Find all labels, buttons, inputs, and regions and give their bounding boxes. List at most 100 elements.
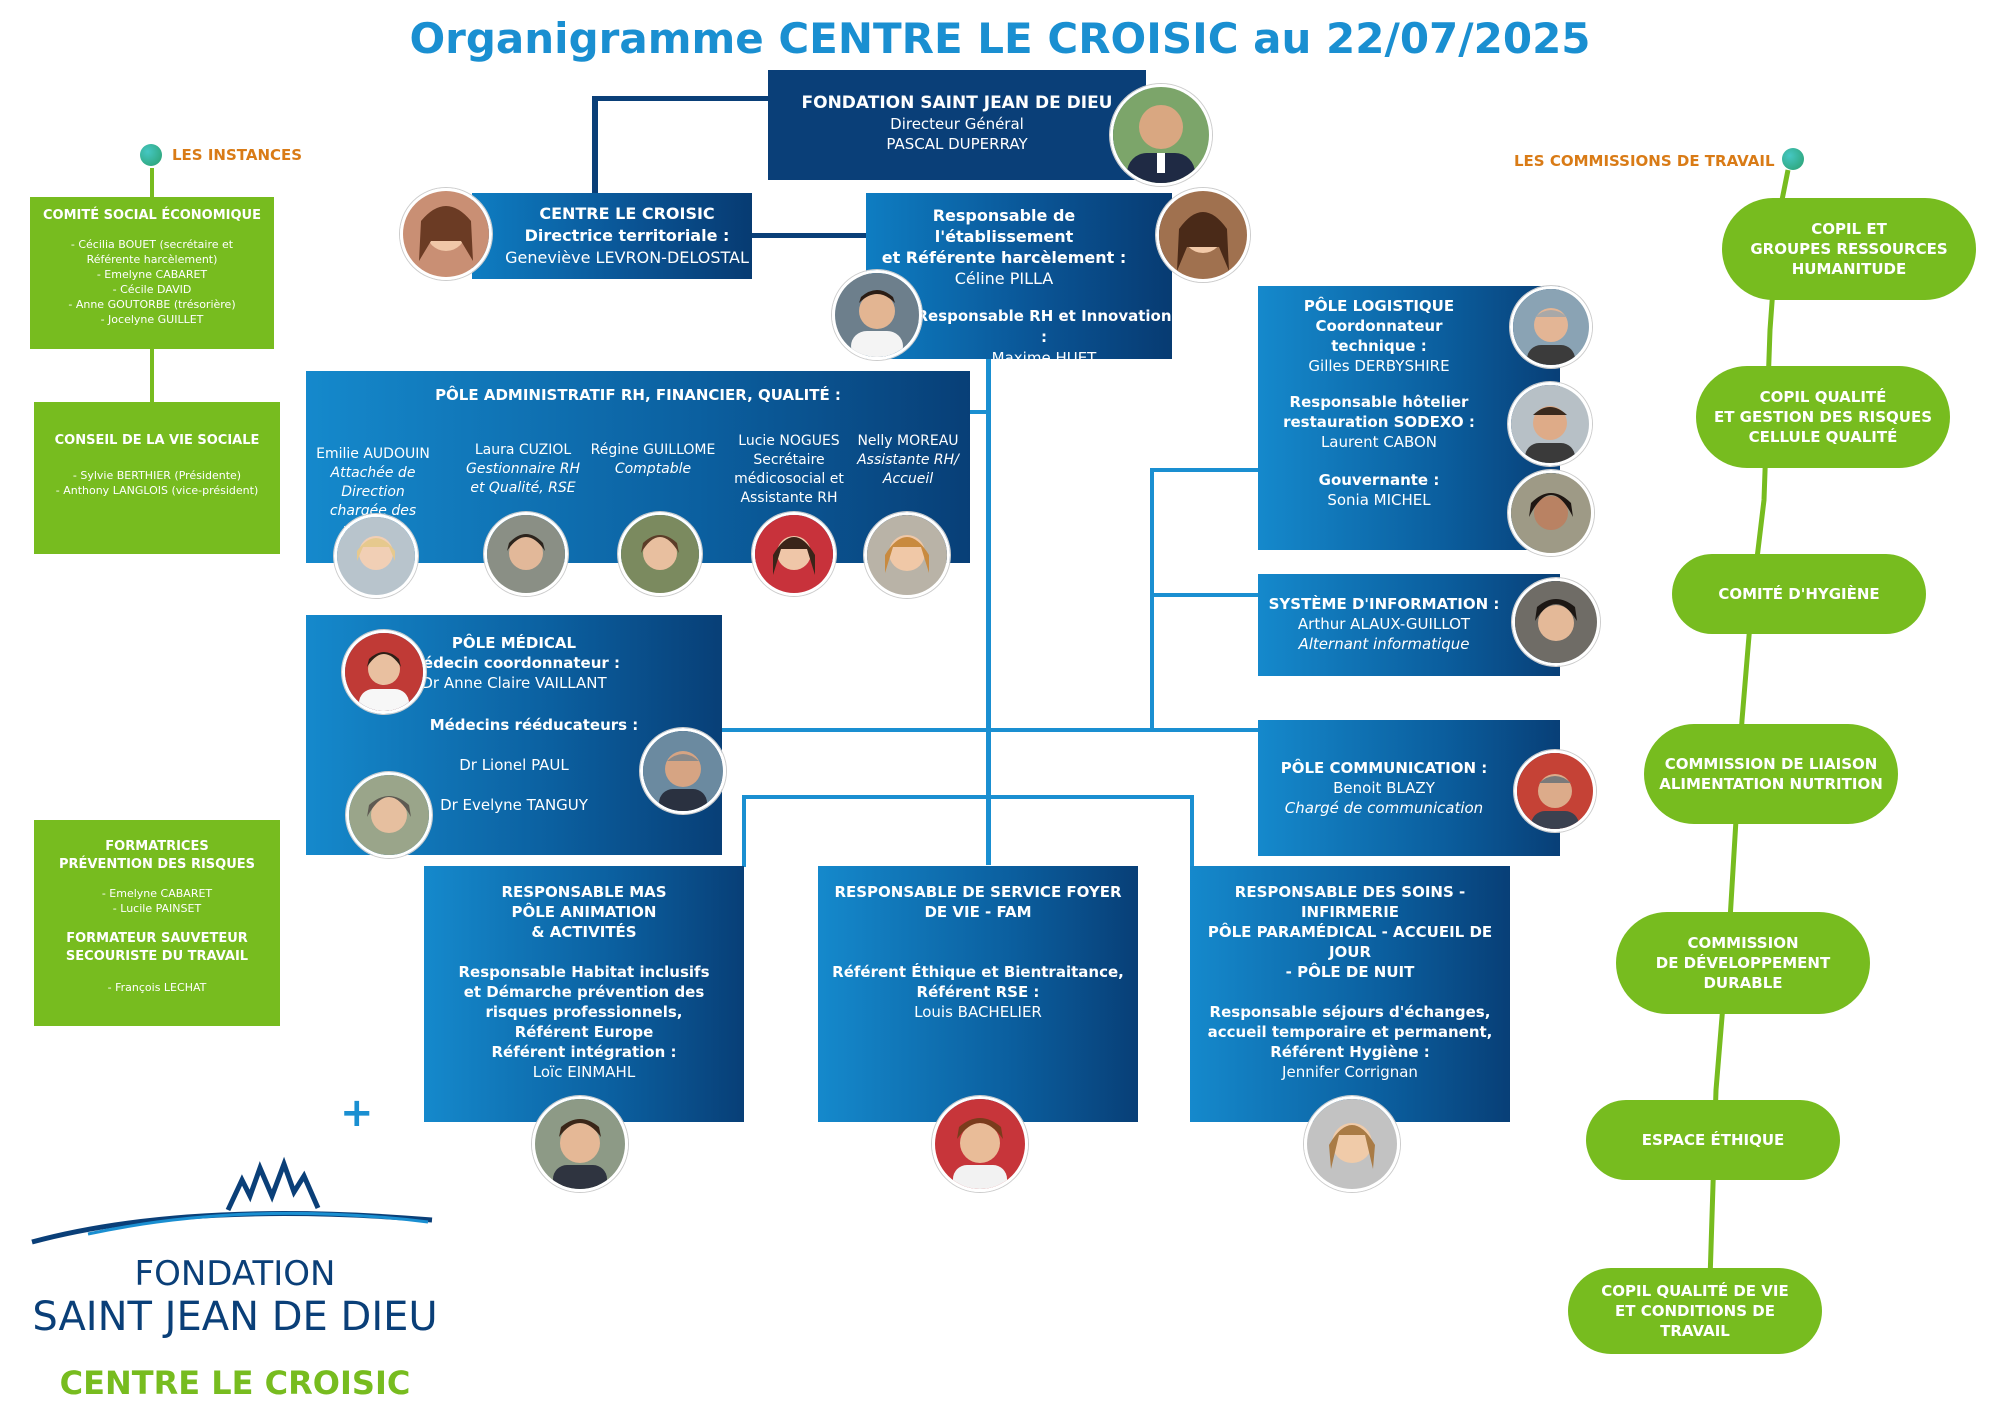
- centre-title: CENTRE LE CROISIC: [539, 204, 715, 223]
- admin-person-role: Assistante RH/: [857, 452, 959, 468]
- soins-l6: Référent Hygiène :: [1270, 1043, 1430, 1061]
- photo-laurent-cabon: [1508, 382, 1592, 466]
- medical-name3: Dr Evelyne TANGUY: [440, 796, 588, 814]
- admin-person-role: médicosocial et: [734, 471, 844, 487]
- soins-l2: PÔLE PARAMÉDICAL - ACCUEIL DE JOUR: [1207, 923, 1493, 961]
- admin-person-role: Gestionnaire RH: [466, 461, 580, 477]
- admin-person-role: Comptable: [614, 461, 692, 477]
- connector-line: [1150, 728, 1260, 732]
- logistique-name2: Laurent CABON: [1320, 433, 1438, 451]
- commission-label: ALIMENTATION NUTRITION: [1659, 775, 1883, 793]
- commission-pill-2: COPIL QUALITÉ ET GESTION DES RISQUES CEL…: [1696, 366, 1950, 468]
- cse-line: - Cécile DAVID: [112, 283, 192, 296]
- communication-title: PÔLE COMMUNICATION :: [1280, 759, 1488, 777]
- commission-pill-6: ESPACE ÉTHIQUE: [1586, 1100, 1840, 1180]
- admin-person-3: Régine GUILLOME Comptable: [586, 441, 720, 479]
- instances-dot: [140, 144, 162, 166]
- medical-title: PÔLE MÉDICAL: [451, 634, 577, 652]
- logo-line1: FONDATION: [134, 1254, 336, 1294]
- responsable-name2: Maxime HUET: [991, 349, 1097, 367]
- commission-label: DURABLE: [1703, 974, 1783, 992]
- si-box: SYSTÈME D'INFORMATION : Arthur ALAUX-GUI…: [1258, 574, 1560, 676]
- commission-label: COMITÉ D'HYGIÈNE: [1718, 585, 1880, 603]
- photo-lionel-paul: [640, 728, 726, 814]
- cse-box: COMITÉ SOCIAL ÉCONOMIQUE - Cécilia BOUET…: [30, 197, 274, 349]
- formateur-line: - François LECHAT: [107, 981, 207, 994]
- medical-name2: Dr Lionel PAUL: [459, 756, 569, 774]
- si-title: SYSTÈME D'INFORMATION :: [1268, 595, 1500, 613]
- connector-line: [986, 355, 991, 865]
- commission-label: COMMISSION DE LIAISON: [1664, 755, 1878, 773]
- photo-genevieve-levron-delostal: [400, 188, 492, 280]
- connector-line: [1150, 468, 1260, 472]
- connector-line: [720, 728, 1160, 732]
- centre-role: Directrice territoriale :: [524, 226, 730, 245]
- cse-title: COMITÉ SOCIAL ÉCONOMIQUE: [43, 208, 261, 223]
- responsable-role2: et Référente harcèlement :: [881, 248, 1127, 267]
- connector-line: [150, 168, 154, 198]
- commission-label: COPIL QUALITÉ: [1759, 388, 1887, 406]
- photo-louis-bachelier: [932, 1096, 1028, 1192]
- photo-lucie-nogues: [752, 512, 836, 596]
- admin-box: PÔLE ADMINISTRATIF RH, FINANCIER, QUALIT…: [306, 371, 970, 563]
- mas-l8: Référent intégration :: [491, 1043, 677, 1061]
- logistique-title: PÔLE LOGISTIQUE: [1303, 297, 1455, 315]
- formatrices-line: - Emelyne CABARET: [101, 887, 213, 900]
- si-name: Arthur ALAUX-GUILLOT: [1297, 615, 1471, 633]
- connector-line: [150, 346, 154, 402]
- logistique-name3: Sonia MICHEL: [1327, 491, 1431, 509]
- photo-benoit-blazy: [1514, 750, 1596, 832]
- photo-arthur-alaux-guillot: [1512, 578, 1600, 666]
- connector-line: [742, 795, 1192, 799]
- fondation-name: PASCAL DUPERRAY: [886, 135, 1028, 153]
- commissions-dot: [1782, 148, 1804, 170]
- logistique-role2: Responsable hôtelier: [1289, 393, 1469, 411]
- page-title: Organigramme CENTRE LE CROISIC au 22/07/…: [409, 14, 1591, 63]
- photo-nelly-moreau: [864, 512, 950, 598]
- logo-plus: +: [340, 1090, 374, 1136]
- fondation-box: FONDATION SAINT JEAN DE DIEU Directeur G…: [768, 70, 1146, 180]
- responsable-role1: Responsable de l'établissement: [932, 206, 1076, 246]
- commission-label: COMMISSION: [1687, 934, 1799, 952]
- logistique-name1: Gilles DERBYSHIRE: [1308, 357, 1450, 375]
- foyer-l2: DE VIE - FAM: [924, 903, 1032, 921]
- soins-box: RESPONSABLE DES SOINS - INFIRMERIE PÔLE …: [1190, 866, 1510, 1122]
- logistique-role2b: restauration SODEXO :: [1283, 413, 1475, 431]
- admin-person-name: Lucie NOGUES: [738, 433, 840, 449]
- commission-pill-5: COMMISSION DE DÉVELOPPEMENT DURABLE: [1616, 912, 1870, 1014]
- mas-l1: RESPONSABLE MAS: [501, 883, 667, 901]
- admin-person-role: Secrétaire: [753, 452, 825, 468]
- commission-label: DE DÉVELOPPEMENT: [1655, 954, 1831, 972]
- mas-name: Loïc EINMAHL: [532, 1063, 636, 1081]
- foyer-l4: Référent RSE :: [916, 983, 1040, 1001]
- photo-regine-guillome: [618, 512, 702, 596]
- commission-label: ET GESTION DES RISQUES: [1713, 408, 1933, 426]
- formateur-title4: SECOURISTE DU TRAVAIL: [65, 949, 249, 964]
- foyer-box: RESPONSABLE DE SERVICE FOYER DE VIE - FA…: [818, 866, 1138, 1122]
- communication-role: Chargé de communication: [1284, 799, 1484, 817]
- admin-person-role: Attachée de Direction: [330, 465, 416, 500]
- photo-laura-cuziol: [484, 512, 568, 596]
- logo-line3: CENTRE LE CROISIC: [59, 1364, 411, 1402]
- logo-line2: SAINT JEAN DE DIEU: [32, 1294, 438, 1340]
- cvs-line: - Sylvie BERTHIER (Présidente): [72, 469, 242, 482]
- mas-l2: PÔLE ANIMATION: [511, 903, 657, 921]
- cse-line: - Jocelyne GUILLET: [100, 313, 204, 326]
- connector-line: [1150, 593, 1260, 597]
- commission-label: COPIL QUALITÉ DE VIE: [1601, 1282, 1789, 1300]
- cvs-box: CONSEIL DE LA VIE SOCIALE - Sylvie BERTH…: [34, 402, 280, 554]
- responsable-box: Responsable de l'établissement et Référe…: [866, 193, 1172, 367]
- soins-l3: - PÔLE DE NUIT: [1285, 963, 1415, 981]
- photo-anne-claire-vaillant: [342, 630, 426, 714]
- commission-label: CELLULE QUALITÉ: [1748, 428, 1898, 446]
- formatrices-line: - Lucile PAINSET: [112, 902, 202, 915]
- admin-person-role: Accueil: [882, 471, 934, 487]
- photo-loic-einmahl: [532, 1096, 628, 1192]
- formateur-title3: FORMATEUR SAUVETEUR: [66, 931, 248, 946]
- photo-pascal-duperray: [1110, 84, 1212, 186]
- admin-person-role: et Qualité, RSE: [470, 480, 576, 496]
- medical-role2: Médecins rééducateurs :: [429, 716, 639, 734]
- commission-pill-3: COMITÉ D'HYGIÈNE: [1672, 554, 1926, 634]
- connector-line: [592, 96, 772, 101]
- centre-box: CENTRE LE CROISIC Directrice territorial…: [472, 193, 752, 279]
